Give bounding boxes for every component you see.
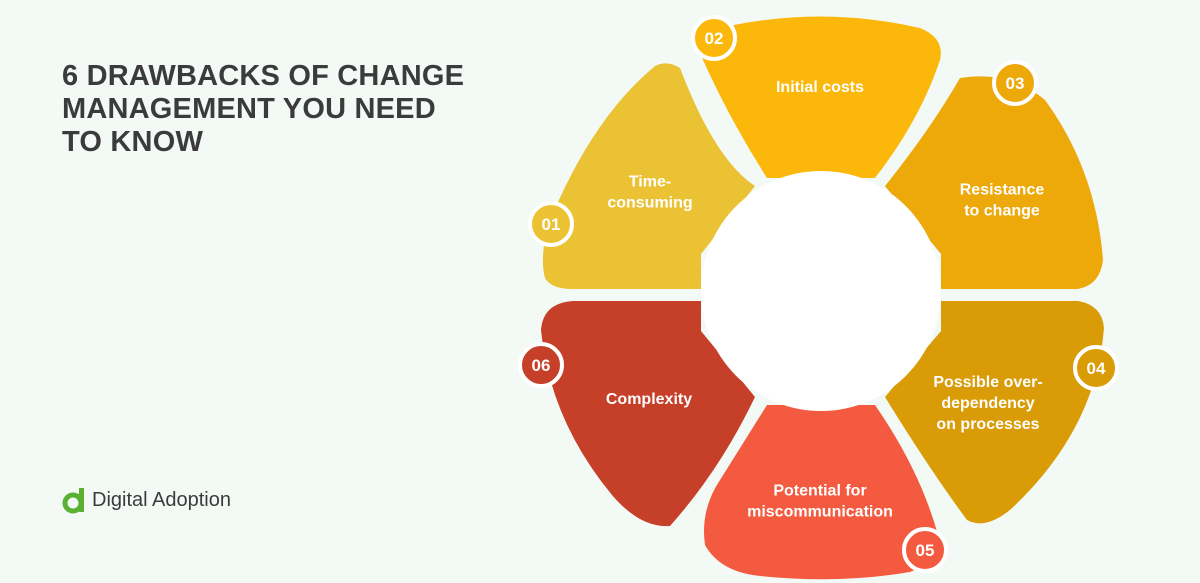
brand-logo: Digital Adoption	[62, 486, 231, 514]
segment-label-line: on processes	[936, 416, 1039, 433]
page-title: 6 DRAWBACKS OF CHANGE MANAGEMENT YOU NEE…	[62, 60, 482, 159]
segment-miscommunication	[704, 405, 939, 580]
title-line-3: TO KNOW	[62, 126, 204, 158]
segment-label-line: dependency	[941, 395, 1034, 412]
segment-label-line: to change	[964, 203, 1040, 220]
segment-complexity	[541, 301, 755, 527]
segment-label-resistance-to-change: Resistance to change	[960, 182, 1045, 220]
number-badge-03: 03	[992, 60, 1038, 106]
segment-label-time-consuming: Time-consuming	[607, 174, 692, 212]
segment-label-initial-costs: Initial costs	[776, 79, 864, 96]
segment-label-miscommunication: Potential for miscommunication	[747, 483, 893, 521]
number-badge-05: 05	[902, 527, 948, 573]
brand-name: Digital Adoption	[92, 488, 231, 511]
segment-label-line: Initial costs	[776, 79, 864, 96]
number-badge-02: 02	[691, 15, 737, 61]
segment-initial-costs	[701, 16, 941, 178]
badge-circle	[1073, 345, 1119, 391]
badge-circle	[691, 15, 737, 61]
segment-label-line: Complexity	[606, 391, 692, 408]
segment-label-line: miscommunication	[747, 504, 893, 521]
segment-resistance-to-change	[885, 76, 1103, 289]
segment-label-complexity: Complexity	[606, 391, 692, 408]
badge-number: 02	[705, 29, 724, 48]
badge-circle	[992, 60, 1038, 106]
number-badge-06: 06	[518, 342, 564, 388]
badge-circle	[528, 201, 574, 247]
segment-over-dependency	[885, 301, 1104, 524]
segment-label-over-dependency: Possible over-dependency on processes	[933, 374, 1042, 433]
segment-label-line: consuming	[607, 195, 692, 212]
segment-label-line: Time-	[629, 174, 671, 191]
title-line-1: 6 DRAWBACKS OF CHANGE	[62, 60, 465, 92]
number-badge-01: 01	[528, 201, 574, 247]
badge-number: 06	[532, 356, 551, 375]
number-badge-04: 04	[1073, 345, 1119, 391]
segment-label-line: Possible over-	[933, 374, 1042, 391]
center-circle	[701, 171, 941, 411]
badge-number: 04	[1087, 359, 1106, 378]
segment-label-line: Resistance	[960, 182, 1045, 199]
segment-time-consuming	[542, 63, 755, 289]
title-line-2: MANAGEMENT YOU NEED	[62, 93, 436, 125]
segment-label-line: Potential for	[773, 483, 866, 500]
badge-circle	[902, 527, 948, 573]
badge-number: 05	[916, 541, 935, 560]
badge-number: 03	[1006, 74, 1025, 93]
badge-circle	[518, 342, 564, 388]
digital-adoption-logo-icon	[62, 488, 84, 514]
badge-number: 01	[542, 215, 561, 234]
